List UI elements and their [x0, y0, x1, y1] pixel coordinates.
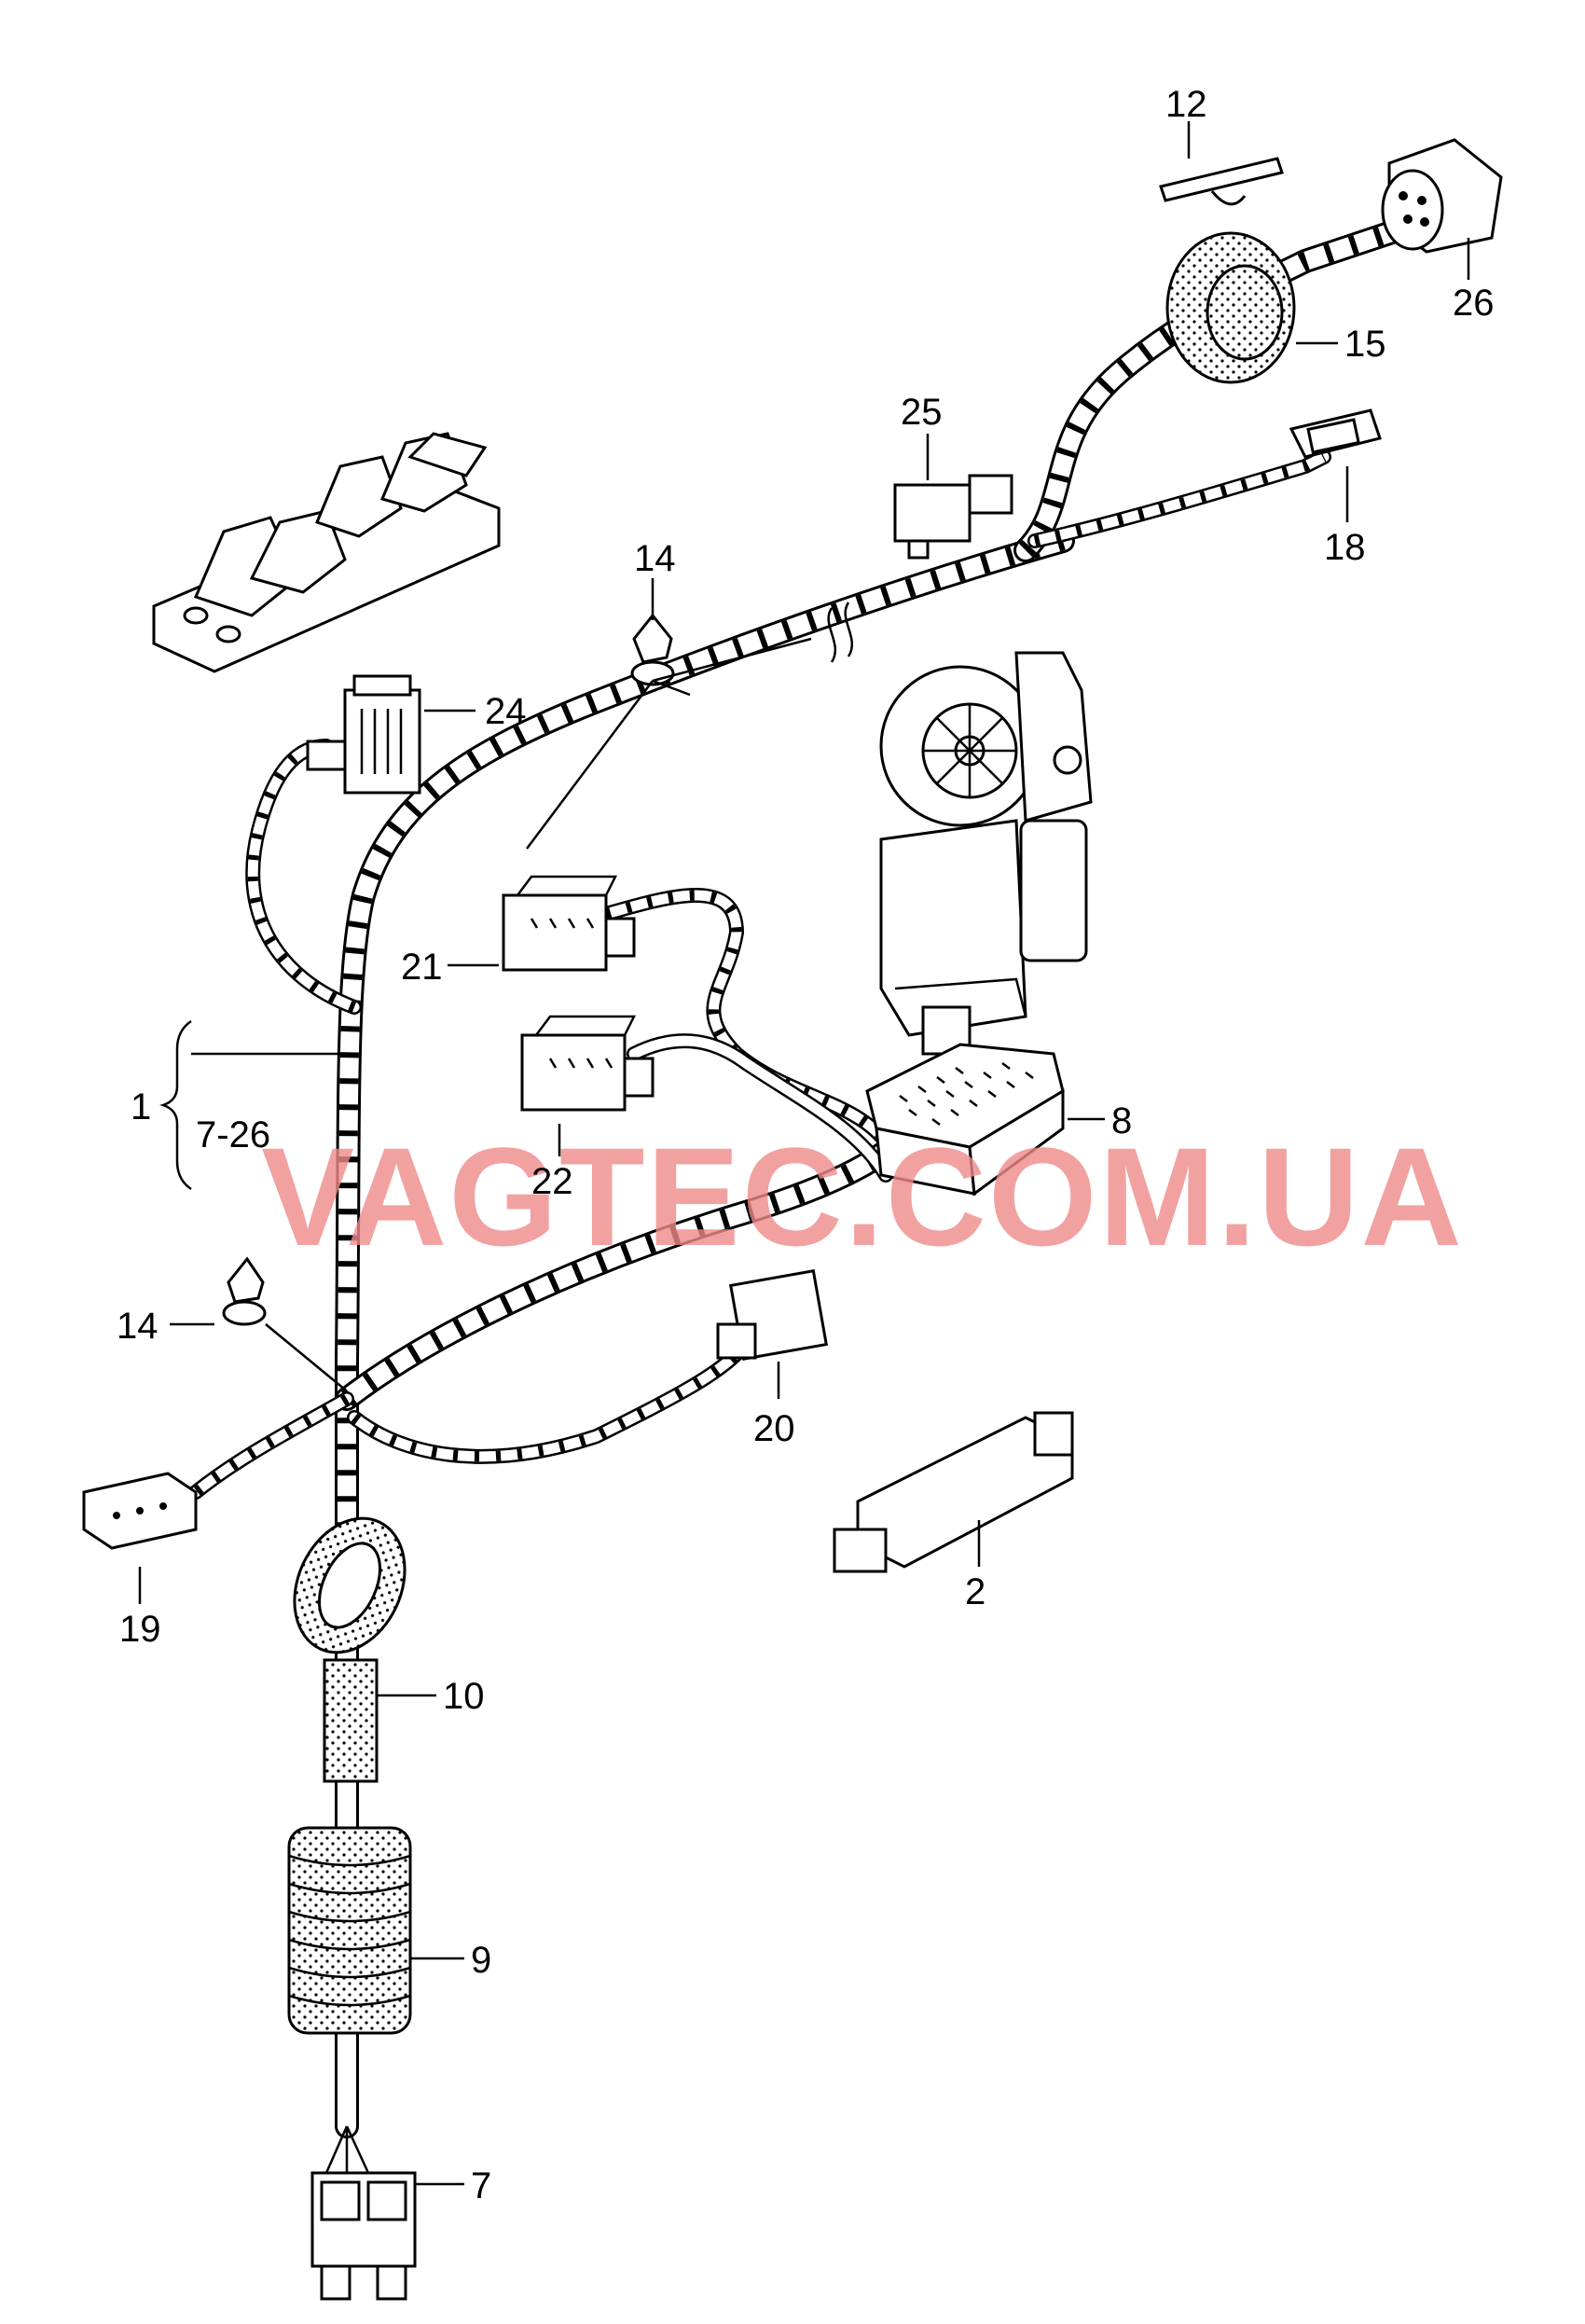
- callout-20: 20: [753, 1408, 795, 1449]
- part-26-connector: [1381, 138, 1503, 254]
- watermark-text: VAGTEC.COM.UA: [261, 1118, 1464, 1275]
- callout-14-upper: 14: [634, 538, 676, 579]
- part-21-connector: [502, 875, 636, 972]
- callout-9: 9: [471, 1940, 491, 1981]
- part-10-grommet: [293, 1516, 407, 1783]
- callout-10: 10: [443, 1676, 485, 1717]
- window-regulator-motor: [879, 651, 1093, 1056]
- callout-14-lower: 14: [117, 1306, 158, 1347]
- callout-19: 19: [119, 1609, 161, 1650]
- part-15-grommet: [1165, 231, 1296, 384]
- callout-12: 12: [1165, 84, 1207, 125]
- callout-22: 22: [531, 1161, 573, 1202]
- callout-21: 21: [401, 947, 443, 988]
- callout-2: 2: [965, 1571, 985, 1612]
- callout-1: 1: [131, 1086, 151, 1127]
- part-2-connector: [833, 1411, 1074, 1573]
- part-8-control-unit: [865, 1043, 1065, 1197]
- callout-24: 24: [485, 691, 527, 732]
- callout-1-range: 7-26: [196, 1114, 270, 1155]
- callout-25: 25: [901, 392, 943, 433]
- part-18-connector: [1289, 408, 1382, 459]
- part-20-connector: [716, 1269, 828, 1361]
- part-25-connector: [893, 474, 1013, 560]
- callout-15: 15: [1344, 324, 1386, 365]
- leader-lines: [138, 121, 1470, 2186]
- part-12-strip: [1159, 157, 1284, 206]
- part-22-connector: [520, 1015, 655, 1112]
- part-14-clip-upper: [630, 613, 675, 686]
- part-24-connector: [306, 674, 421, 795]
- callout-26: 26: [1453, 283, 1495, 324]
- part-7-connector: [310, 2125, 417, 2301]
- main-harness: [188, 212, 1429, 2138]
- callout-7: 7: [471, 2165, 491, 2206]
- callout-18: 18: [1324, 527, 1366, 568]
- window-switch-panel: [152, 432, 501, 673]
- part-9-coil-sleeve: [287, 1826, 412, 2035]
- callout-labels: 12 26 15 25 18 14 24 21 8 1 7-26 22 14 2…: [117, 84, 1495, 2206]
- callout-8: 8: [1111, 1100, 1132, 1141]
- part-14-clip-lower: [222, 1256, 267, 1326]
- part-19-connector: [82, 1472, 198, 1550]
